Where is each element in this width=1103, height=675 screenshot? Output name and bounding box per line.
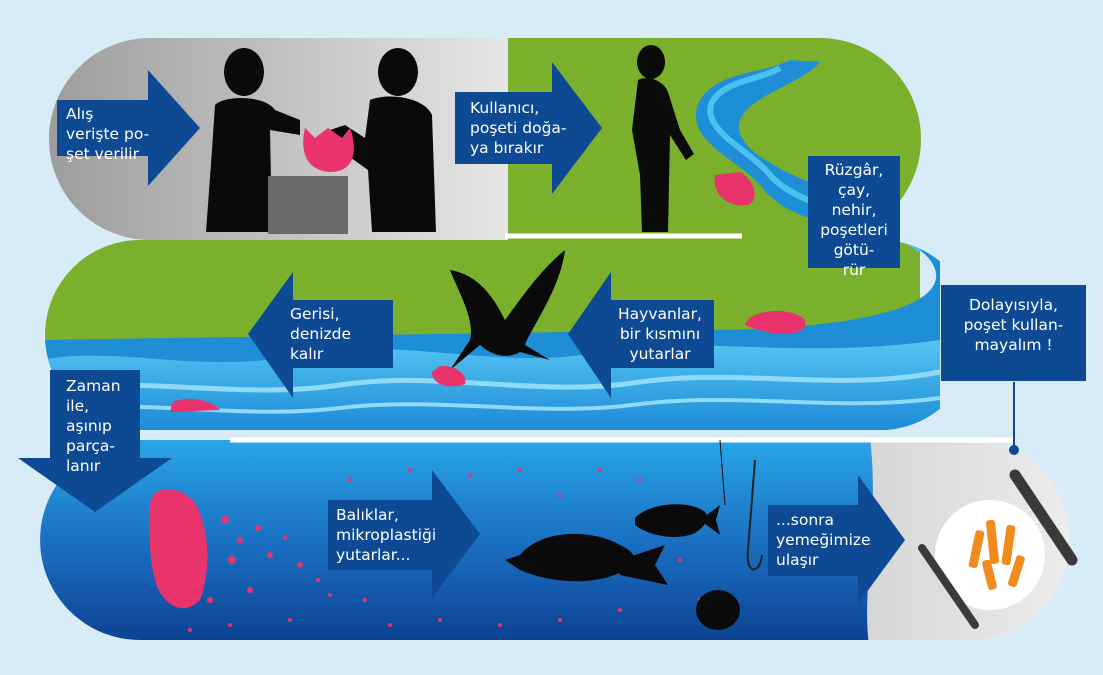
counter-box	[268, 176, 348, 234]
man-silhouette	[632, 45, 694, 232]
microplastic-particles	[188, 468, 702, 632]
box-3	[808, 156, 900, 268]
flow-arrows	[18, 62, 905, 604]
arrow-4	[568, 272, 714, 398]
floating-bag-2	[745, 310, 806, 335]
pointer-dot	[1009, 445, 1019, 455]
knife-icon	[1009, 469, 1078, 566]
fish-silhouette	[505, 504, 740, 630]
arrow-2	[455, 62, 602, 194]
sinking-bag	[170, 398, 220, 412]
floating-bag-1	[714, 172, 755, 206]
shopkeeper-silhouette	[206, 48, 300, 233]
plastic-bag-icon	[303, 128, 354, 172]
breaking-bag	[149, 488, 208, 609]
customer-silhouette	[330, 48, 436, 232]
bag-in-beak	[432, 365, 466, 387]
conclusion-box: Dolayısıyla,poşet kullan-mayalım !	[941, 285, 1086, 381]
arrow-8	[768, 475, 905, 604]
arrow-1	[57, 70, 200, 186]
arrow-5	[248, 272, 393, 398]
fishhook-icon	[746, 459, 763, 571]
plate-icon	[935, 500, 1045, 610]
bird-silhouette	[450, 250, 565, 370]
fork-icon	[918, 544, 979, 629]
step-2-label: Kullanıcı,poşeti doğa-ya bırakır	[470, 99, 567, 157]
arrow-7	[328, 470, 480, 598]
arrow-6	[18, 370, 172, 512]
